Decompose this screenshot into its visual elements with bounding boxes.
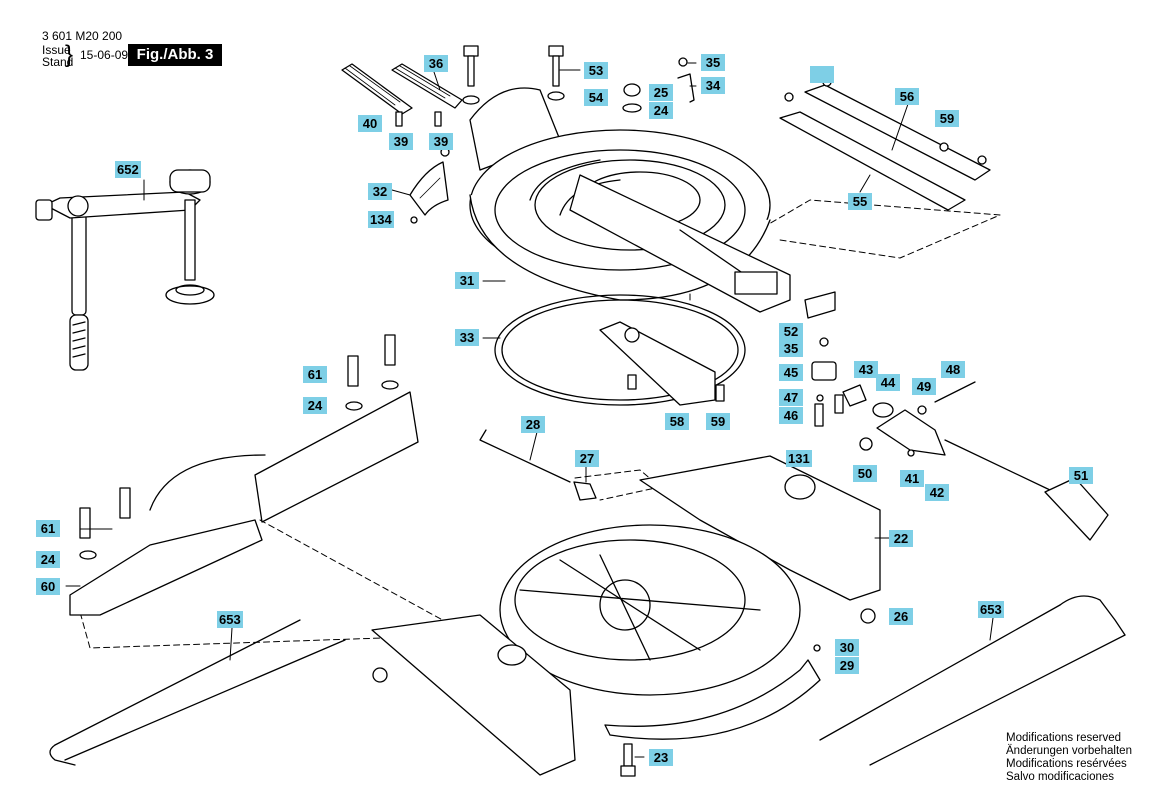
bevel-scale (409, 147, 450, 224)
part-label-24-a: 24 (649, 102, 673, 119)
stand-label: Stand (42, 55, 74, 69)
part-label-35-a: 35 (701, 54, 725, 71)
part-label-33: 33 (455, 329, 479, 346)
issue-label: Issue (42, 43, 71, 57)
turntable-assembly (469, 87, 791, 313)
part-label-24-c: 24 (36, 551, 60, 568)
issue-date: 15-06-09 (80, 48, 129, 62)
part-label-26: 26 (889, 608, 913, 625)
note-en: Modifications reserved (1006, 732, 1122, 744)
part-label-54: 54 (584, 89, 608, 106)
part-label-56: 56 (895, 88, 919, 105)
part-label-61-b: 61 (36, 520, 60, 537)
part-label-36: 36 (424, 55, 448, 72)
part-label-28: 28 (521, 416, 545, 433)
part-label-39-a: 39 (389, 133, 413, 150)
part-label-41: 41 (900, 470, 924, 487)
miter-scale (604, 644, 821, 740)
brace-symbol: } (65, 41, 74, 68)
extension-rods (49, 595, 1126, 766)
part-label-131: 131 (786, 450, 812, 467)
part-label-58: 58 (665, 413, 689, 430)
part-label-29: 29 (835, 657, 859, 674)
part-label-43: 43 (854, 361, 878, 378)
figure-badge: Fig./Abb. 3 (128, 44, 222, 66)
leader-lines (65, 62, 994, 758)
part-label-59-b: 59 (706, 413, 730, 430)
modifications-note: Modifications reserved Änderungen vorbeh… (1006, 732, 1132, 784)
part-label-42: 42 (925, 484, 949, 501)
part-label-49: 49 (912, 378, 936, 395)
part-label-653-a: 653 (217, 611, 243, 628)
note-fr: Modifications resérvées (1006, 758, 1127, 770)
part-label-653-b: 653 (978, 601, 1004, 618)
part-label-35-b: 35 (779, 340, 803, 357)
blade-cover (599, 321, 725, 406)
part-label-652: 652 (115, 161, 141, 178)
part-label-48: 48 (941, 361, 965, 378)
bolts-top (462, 45, 695, 113)
document-number: 3 601 M20 200 (42, 29, 123, 43)
hex-key (479, 429, 597, 501)
note-es: Salvo modificaciones (1006, 771, 1115, 783)
part-label-40: 40 (358, 115, 382, 132)
part-label-50: 50 (853, 465, 877, 482)
fence-bars (779, 77, 991, 211)
part-label-134: 134 (368, 211, 394, 228)
part-label-60: 60 (36, 578, 60, 595)
fence-left (69, 334, 419, 616)
clamp-part (35, 169, 215, 371)
part-label-44: 44 (876, 374, 900, 391)
part-label-47: 47 (779, 389, 803, 406)
part-label-45: 45 (779, 364, 803, 381)
note-de: Änderungen vorbehalten (1006, 745, 1132, 757)
handle-parts (804, 291, 1109, 541)
part-label-51: 51 (1069, 467, 1093, 484)
part-label-61-a: 61 (303, 366, 327, 383)
part-label-25: 25 (649, 84, 673, 101)
part-label-27: 27 (575, 450, 599, 467)
part-label-55: 55 (848, 193, 872, 210)
part-label-53: 53 (584, 62, 608, 79)
part-label-46: 46 (779, 407, 803, 424)
part-label-22: 22 (889, 530, 913, 547)
part-label-blank (810, 66, 834, 83)
insert-ring (494, 294, 746, 406)
part-label-32: 32 (368, 183, 392, 200)
bottom-bolt (620, 743, 636, 777)
saw-base (371, 455, 881, 776)
part-label-24-b: 24 (303, 397, 327, 414)
part-label-34: 34 (701, 77, 725, 94)
part-label-31: 31 (455, 272, 479, 289)
part-label-30: 30 (835, 639, 859, 656)
guide-rods (341, 63, 463, 127)
part-label-39-b: 39 (429, 133, 453, 150)
part-label-59-a: 59 (935, 110, 959, 127)
part-label-23: 23 (649, 749, 673, 766)
part-label-52: 52 (779, 323, 803, 340)
